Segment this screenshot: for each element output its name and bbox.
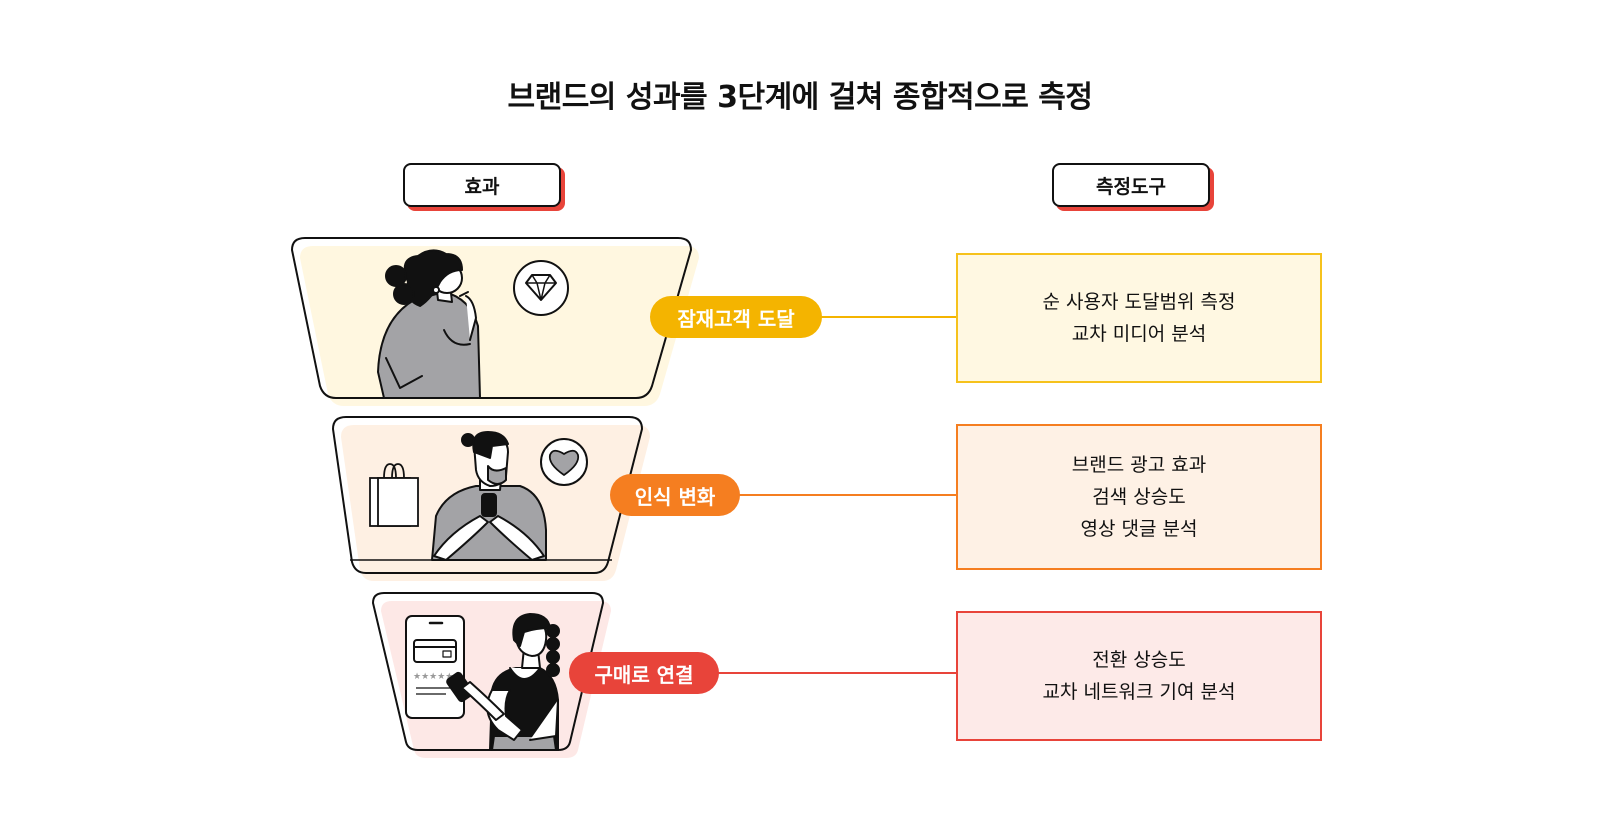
shopping-bag-icon	[369, 463, 419, 527]
tool-item: 브랜드 광고 효과	[1071, 454, 1207, 476]
tool-item: 영상 댓글 분석	[1080, 518, 1198, 540]
column-header-tools-label: 측정도구	[1096, 175, 1166, 198]
woman-thinking-illustration	[377, 249, 481, 399]
diamond-icon	[513, 260, 569, 316]
tool-box-purchase: 전환 상승도 교차 네트워크 기여 분석	[956, 611, 1322, 741]
tool-item: 검색 상승도	[1092, 486, 1186, 508]
man-with-phone-illustration	[431, 431, 547, 561]
phone-card-icon: ★★★★★	[405, 615, 465, 719]
tool-item: 교차 미디어 분석	[1071, 323, 1207, 345]
heart-icon	[540, 438, 588, 486]
stage-pill-reach-label: 잠재고객 도달	[677, 306, 795, 331]
page-title: 브랜드의 성과를 3단계에 걸쳐 종합적으로 측정	[507, 80, 1094, 115]
tool-item: 교차 네트워크 기여 분석	[1042, 681, 1236, 703]
column-header-effect: 효과	[403, 163, 561, 207]
stage-pill-awareness-label: 인식 변화	[634, 484, 716, 509]
column-header-effect-label: 효과	[464, 175, 500, 198]
tool-item: 순 사용자 도달범위 측정	[1042, 291, 1236, 313]
stage-pill-reach: 잠재고객 도달	[650, 296, 822, 338]
stage-pill-awareness: 인식 변화	[610, 474, 740, 516]
tool-box-awareness: 브랜드 광고 효과 검색 상승도 영상 댓글 분석	[956, 424, 1322, 570]
stage-pill-purchase: 구매로 연결	[569, 652, 719, 694]
column-header-tools: 측정도구	[1052, 163, 1210, 207]
tool-item: 전환 상승도	[1092, 649, 1186, 671]
svg-text:★★★★★: ★★★★★	[413, 672, 453, 682]
woman-with-phone-illustration	[446, 613, 560, 751]
tool-box-reach: 순 사용자 도달범위 측정 교차 미디어 분석	[956, 253, 1322, 383]
stage-pill-purchase-label: 구매로 연결	[594, 662, 694, 687]
funnel-stage-1	[290, 237, 699, 406]
